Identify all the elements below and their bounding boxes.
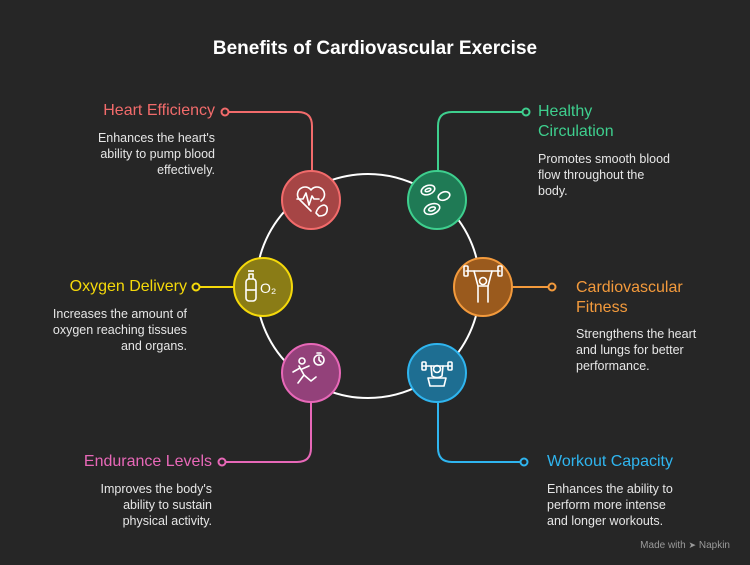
desc-endurance-levels: Improves the body's ability to sustain p… [101,481,212,529]
label-line: Fitness [576,299,628,316]
label-heart-efficiency: Heart Efficiency [103,102,215,119]
desc-line: flow throughout the [538,168,645,182]
label-cardiovascular-fitness: Cardiovascular Fitness [576,278,683,318]
connector-heart [225,111,313,174]
desc-line: Increases the amount of [52,307,187,321]
desc-line: performance. [576,359,650,373]
desc-line: Enhances the ability to [547,482,673,496]
node-endurance [281,343,341,403]
dot-endurance [217,457,227,467]
connectors [196,111,552,463]
label-endurance-levels: Endurance Levels [83,453,212,470]
desc-oxygen-delivery: Increases the amount of oxygen reaching … [53,306,187,354]
weightlifter-icon [463,265,503,303]
page-title: Benefits of Cardiovascular Exercise [212,38,538,59]
oxygen-symbol: O₂ [260,280,276,296]
desc-heart-efficiency: Enhances the heart's ability to pump blo… [98,130,215,178]
node-oxygen: O₂ [233,257,293,317]
blood-cells-icon [420,184,451,216]
node-circulation [407,170,467,230]
runner-stopwatch-icon [292,352,325,384]
node-fitness [453,257,513,317]
desc-line: Strengthens the heart [576,327,697,341]
label-workout-capacity: Workout Capacity [547,453,673,470]
label-line: Healthy [538,103,593,120]
desc-line: effectively. [157,163,215,177]
desc-line: and lungs for better [576,343,684,357]
label-line: Cardiovascular [576,279,683,296]
dot-circulation [521,107,531,117]
connector-dots [191,107,557,467]
desc-line: and longer workouts. [547,514,664,528]
label-healthy-circulation: Healthy Circulation [538,102,614,142]
dot-oxygen [191,282,201,292]
desc-healthy-circulation: Promotes smooth blood flow throughout th… [538,151,670,199]
desc-line: physical activity. [122,514,212,528]
node-workout [407,343,467,403]
connector-circulation [437,111,526,176]
dot-workout [519,457,529,467]
desc-line: ability to sustain [123,498,212,512]
desc-line: oxygen reaching tissues [52,323,187,337]
desc-line: Improves the body's [100,482,212,496]
heart-rate-icon [296,186,328,217]
footer-text: Made with [640,540,686,551]
desc-workout-capacity: Enhances the ability to perform more int… [547,481,673,529]
napkin-watermark: Made with ➤ Napkin [640,540,730,551]
connector-workout [437,400,524,463]
label-line: Circulation [538,123,614,140]
footer-brand: Napkin [698,540,730,551]
desc-line: perform more intense [547,498,666,512]
desc-cardiovascular-fitness: Strengthens the heart and lungs for bett… [576,326,696,374]
desc-line: Enhances the heart's [97,131,215,145]
weights-icon [421,361,453,387]
desc-line: body. [538,184,568,198]
dot-fitness [547,282,557,292]
oxygen-tank-icon [245,270,257,302]
desc-line: and organs. [120,339,187,353]
label-oxygen-delivery: Oxygen Delivery [69,278,187,295]
desc-line: ability to pump blood [100,147,215,161]
node-heart [281,170,341,230]
desc-line: Promotes smooth blood [538,152,671,166]
napkin-logo-icon: ➤ [688,540,697,550]
connector-endurance [222,400,312,463]
dot-heart [220,107,230,117]
